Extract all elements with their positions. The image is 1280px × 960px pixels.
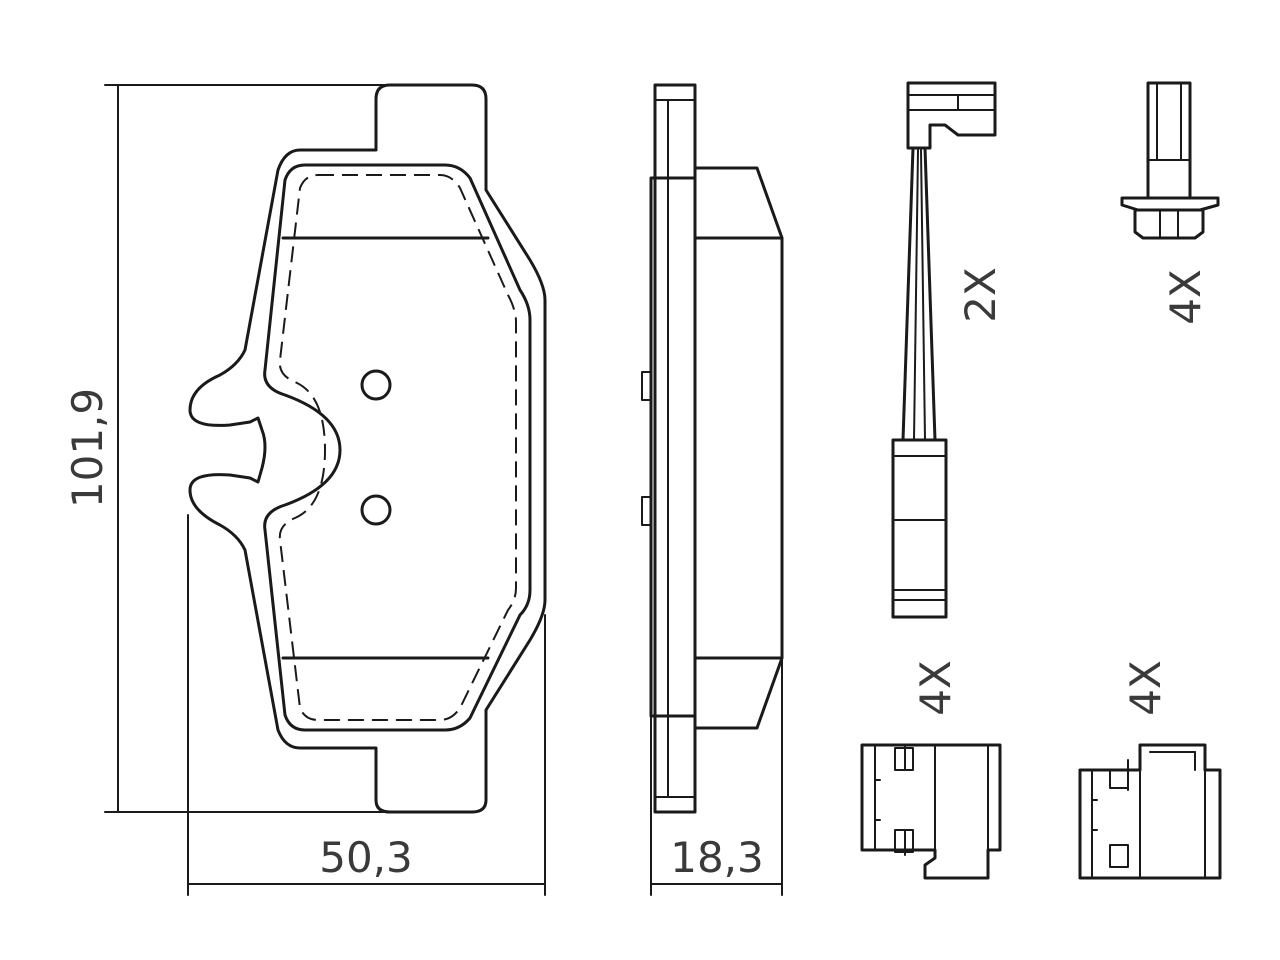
upper-pin-hole — [360, 369, 392, 401]
sensor-cable-inner-left — [913, 149, 919, 441]
side-lower-tab — [641, 496, 652, 526]
wear-sensor-connector — [906, 81, 997, 150]
bolt-head — [1133, 208, 1205, 240]
thickness-dimension: 18,3 — [650, 657, 783, 896]
clip-left-drawing: 4X — [860, 660, 1002, 880]
width-dimension: 50,3 — [187, 514, 546, 896]
brake-pad-side-view — [641, 83, 784, 814]
sensor-cable-left — [901, 146, 915, 442]
bolt-flange — [1120, 196, 1220, 212]
wear-sensor-drawing: 2X — [891, 81, 1005, 619]
friction-material-outline — [263, 163, 532, 732]
clip-right-tab-top — [1109, 769, 1129, 789]
clip-left-quantity: 4X — [911, 660, 960, 716]
thickness-dimension-label: 18,3 — [670, 833, 764, 882]
clip-right-tab-bottom — [1109, 844, 1129, 868]
clip-right-outline — [1078, 743, 1222, 880]
brake-pad-front-view — [188, 83, 547, 814]
side-shim-layer — [649, 176, 697, 718]
bolt-drawing: 4X — [1120, 81, 1220, 325]
clip-left-outline — [860, 743, 1002, 880]
sensor-cable-right — [923, 146, 937, 442]
width-dimension-label: 50,3 — [319, 833, 413, 882]
side-backing-plate — [653, 83, 697, 814]
lower-pin-hole — [360, 494, 392, 526]
height-dimension-label: 101,9 — [63, 388, 112, 508]
backing-plate-outline — [188, 83, 547, 814]
side-friction-block — [693, 166, 784, 730]
bolt-quantity: 4X — [1161, 269, 1210, 325]
sensor-probe-body — [891, 438, 948, 619]
side-upper-tab — [641, 371, 652, 401]
sensor-cable-inner-right — [920, 149, 926, 441]
wear-sensor-quantity: 2X — [956, 267, 1005, 323]
bolt-shank — [1146, 81, 1192, 200]
clip-right-drawing: 4X — [1078, 660, 1222, 880]
clip-right-quantity: 4X — [1121, 660, 1170, 716]
height-dimension: 101,9 — [63, 84, 386, 813]
wear-limit-dashed-outline — [278, 174, 517, 721]
